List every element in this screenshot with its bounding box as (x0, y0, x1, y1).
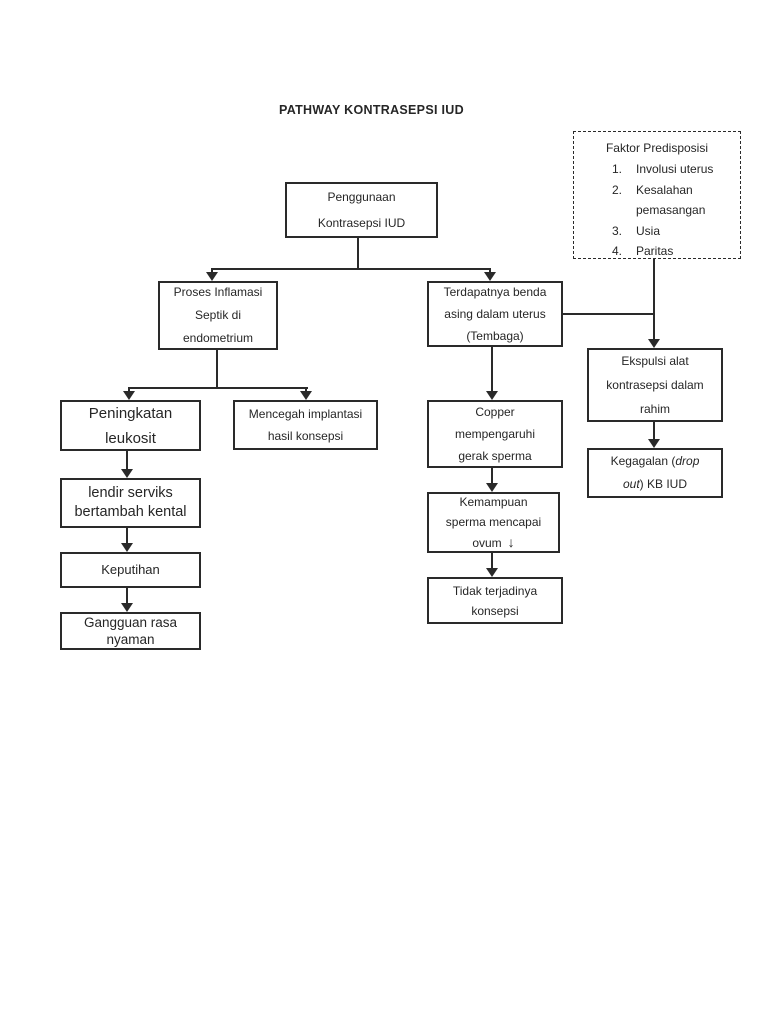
node-copper-gerak-sperma: Copper mempengaruhi gerak sperma (427, 400, 563, 468)
node-lendir-serviks: lendir serviks bertambah kental (60, 478, 201, 528)
page-title: PATHWAY KONTRASEPSI IUD (279, 103, 464, 117)
list-item-text: Kesalahan pemasangan (636, 182, 706, 218)
list-item-number: 4. (612, 244, 623, 258)
faktor-list-item: 1. Involusi uterus (612, 159, 740, 180)
node-ekspulsi-alat: Ekspulsi alat kontrasepsi dalam rahim (587, 348, 723, 422)
connector-proses-stub (216, 350, 218, 389)
faktor-list-item: 3. Usia (612, 221, 740, 242)
connector-keputihan-gangguan (126, 588, 128, 605)
node-tidak-terjadinya-konsepsi: Tidak terjadinya konsepsi (427, 577, 563, 624)
text-segment: ) KB IUD (639, 477, 688, 491)
node-text-line: hasil konsepsi (267, 429, 344, 443)
node-text-line: endometrium (182, 331, 254, 345)
arrowhead-to-peningkatan (123, 391, 135, 400)
faktor-list-item: 2. Kesalahan pemasangan (612, 180, 740, 221)
list-item-text: Usia (636, 223, 661, 238)
arrowhead-to-ekspulsi (648, 339, 660, 348)
arrowhead-to-terdapat (484, 272, 496, 281)
node-text-line: leukosit (105, 429, 156, 447)
arrowhead-to-copper (486, 391, 498, 400)
arrowhead-to-keputihan (121, 543, 133, 552)
connector-terdapat-to-faktor-line (563, 313, 655, 315)
arrowhead-to-lendir (121, 469, 133, 478)
node-text-line: Tidak terjadinya (452, 583, 538, 598)
node-kemampuan-sperma: Kemampuan sperma mencapai ovum ↓ (427, 492, 560, 553)
connector-ekspulsi-kegagalan (653, 422, 655, 441)
connector-left-branch (128, 387, 308, 389)
node-text-line: Mencegah implantasi (248, 407, 363, 421)
list-item-text: Paritas (636, 244, 674, 258)
node-text-line: sperma mencapai (445, 515, 542, 529)
node-text-line: kontrasepsi dalam (606, 378, 704, 392)
node-terdapatnya-benda-asing: Terdapatnya benda asing dalam uterus (Te… (427, 281, 563, 347)
node-text-line: Keputihan (101, 562, 160, 577)
arrowhead-to-tidak (486, 568, 498, 577)
list-item-number: 3. (612, 223, 623, 238)
node-keputihan: Keputihan (60, 552, 201, 588)
node-text-line: Copper (475, 405, 515, 419)
node-text-line: Proses Inflamasi (173, 285, 263, 299)
node-text-line: rahim (639, 402, 670, 416)
node-text-line: Kemampuan (459, 495, 528, 509)
node-text-line: Kontrasepsi IUD (317, 216, 406, 230)
node-text-line: bertambah kental (74, 504, 187, 520)
connector-terdapat-copper (491, 347, 493, 393)
list-item-number: 1. (612, 162, 623, 176)
connector-to-peningkatan (128, 387, 130, 393)
node-text-line: Ekspulsi alat (621, 354, 689, 368)
node-text-line: lendir serviks (88, 485, 173, 501)
text-segment-italic: drop (675, 454, 700, 468)
arrowhead-to-mencegah (300, 391, 312, 400)
arrowhead-to-kemampuan (486, 483, 498, 492)
text-segment: Kegagalan ( (610, 454, 676, 468)
node-text-line: Kegagalan (drop (589, 450, 721, 473)
node-text-line: gerak sperma (458, 449, 532, 463)
faktor-predisposisi-title: Faktor Predisposisi (605, 141, 709, 155)
text-segment-italic: out (622, 477, 640, 491)
text-segment: ovum (472, 536, 502, 550)
node-text-line: Septik di (194, 308, 242, 322)
node-faktor-predisposisi: Faktor Predisposisi 1. Involusi uterus 2… (573, 131, 741, 259)
connector-penggunaan-stub (357, 238, 359, 270)
connector-to-terdapat (489, 268, 491, 274)
node-gangguan-rasa-nyaman: Gangguan rasa nyaman (60, 612, 201, 650)
arrowhead-to-gangguan (121, 603, 133, 612)
connector-faktor-ekspulsi (653, 259, 655, 341)
node-mencegah-implantasi: Mencegah implantasi hasil konsepsi (233, 400, 378, 450)
node-text-line: Peningkatan (88, 404, 173, 422)
node-peningkatan-leukosit: Peningkatan leukosit (60, 400, 201, 451)
connector-lendir-keputihan (126, 528, 128, 545)
node-text-line: Penggunaan (327, 190, 396, 204)
node-text-line: out) KB IUD (589, 473, 721, 496)
list-item-text: Involusi uterus (636, 162, 714, 176)
connector-kemampuan-tidak (491, 553, 493, 570)
down-arrow-glyph: ↓ (507, 534, 515, 550)
node-text-line: mempengaruhi (454, 427, 536, 441)
arrowhead-to-proses (206, 272, 218, 281)
connector-peningkatan-lendir (126, 451, 128, 471)
list-item-number: 2. (612, 182, 623, 197)
arrowhead-to-kegagalan (648, 439, 660, 448)
faktor-list-item: 4. Paritas (612, 241, 740, 262)
connector-to-mencegah (305, 387, 307, 393)
node-text-line: Terdapatnya benda (443, 285, 547, 299)
connector-to-proses (211, 268, 213, 274)
node-text-line: (Tembaga) (466, 329, 524, 343)
connector-top-branch (211, 268, 491, 270)
node-text-line: nyaman (106, 632, 155, 647)
node-kegagalan-drop-out: Kegagalan (drop out) KB IUD (587, 448, 723, 498)
node-text-line: konsepsi (471, 603, 519, 618)
node-penggunaan-kontrasepsi-iud: Penggunaan Kontrasepsi IUD (285, 182, 438, 238)
connector-copper-kemampuan (491, 468, 493, 485)
node-text-line: asing dalam uterus (444, 307, 546, 321)
node-text-line: ovum ↓ (429, 532, 558, 553)
node-text-line: Gangguan rasa (83, 615, 178, 630)
node-proses-inflamasi: Proses Inflamasi Septik di endometrium (158, 281, 278, 350)
